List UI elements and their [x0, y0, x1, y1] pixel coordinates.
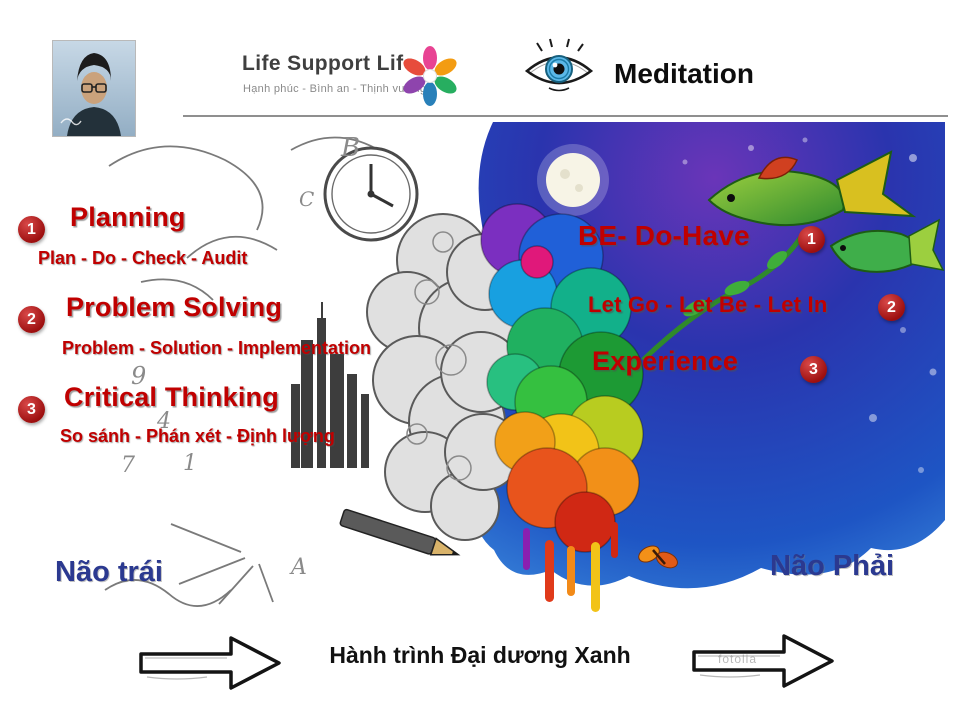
sketch-glyphs: B C 9 4 7 1 A [121, 133, 360, 580]
right-item-3-title: Experience [592, 346, 739, 376]
right-brain-half [480, 203, 644, 553]
flower-logo-icon [398, 44, 462, 108]
footer-caption: Hành trình Đại dương Xanh [329, 642, 631, 668]
right-item-3-number-badge: 3 [800, 356, 827, 383]
city-silhouette [291, 302, 369, 468]
presenter-photo-image [53, 41, 135, 136]
right-item-2-number-badge: 2 [878, 294, 905, 321]
meditation-eye-icon [522, 38, 596, 98]
sketch-scribbles [104, 136, 376, 607]
sketch-glyph: B [340, 133, 360, 163]
right-item-1-number-badge: 1 [798, 226, 825, 253]
left-brain-caption: Não trái [55, 556, 163, 588]
butterfly-icon [638, 545, 678, 569]
sketch-glyph: 4 [156, 409, 171, 434]
right-brain-caption: Não Phải [770, 550, 895, 582]
paint-drips [523, 522, 618, 612]
sketch-glyph: C [299, 187, 314, 211]
left-item-1-number-badge: 1 [18, 216, 45, 243]
clock-icon [323, 146, 419, 242]
right-item-1-title: BE- Do-Have [578, 220, 750, 251]
left-item-3-subtitle: So sánh - Phán xét - Định lượng [60, 426, 335, 446]
brand-tagline: Hạnh phúc - Bình an - Thịnh vượng [243, 83, 427, 95]
sketch-arrow-right-icon [135, 628, 287, 698]
vine-decoration [641, 232, 806, 362]
left-item-2-number-badge: 2 [18, 306, 45, 333]
right-item-2-title: Let Go - Let Be - Let In [588, 292, 828, 317]
sketch-glyph: 9 [131, 362, 146, 390]
fish-icon-small [829, 218, 945, 273]
fish-icon-large [707, 150, 917, 227]
sketch-glyph: A [289, 555, 307, 580]
left-item-2-subtitle: Problem - Solution - Implementation [62, 338, 372, 358]
brain-illustration: B C 9 4 7 1 A [104, 122, 945, 612]
header-divider [183, 115, 948, 117]
left-item-3-number-badge: 3 [18, 396, 45, 423]
left-item-1-subtitle: Plan - Do - Check - Audit [38, 248, 248, 268]
stock-watermark: fotolia [718, 652, 758, 666]
presenter-photo [52, 40, 136, 137]
sketch-glyph: 1 [183, 451, 197, 476]
left-brain-texture [406, 231, 472, 481]
left-item-1-title: Planning [70, 202, 186, 232]
left-item-2-title: Problem Solving [66, 292, 283, 322]
sketch-arrow-right-icon: fotolia [688, 626, 840, 696]
sketch-glyph: 7 [121, 453, 135, 478]
moon-icon [537, 144, 609, 216]
pencil-icon [339, 508, 461, 556]
meditation-label: Meditation [614, 58, 754, 89]
left-item-3-title: Critical Thinking [64, 382, 279, 412]
brand-title: Life Support Life [242, 52, 416, 75]
